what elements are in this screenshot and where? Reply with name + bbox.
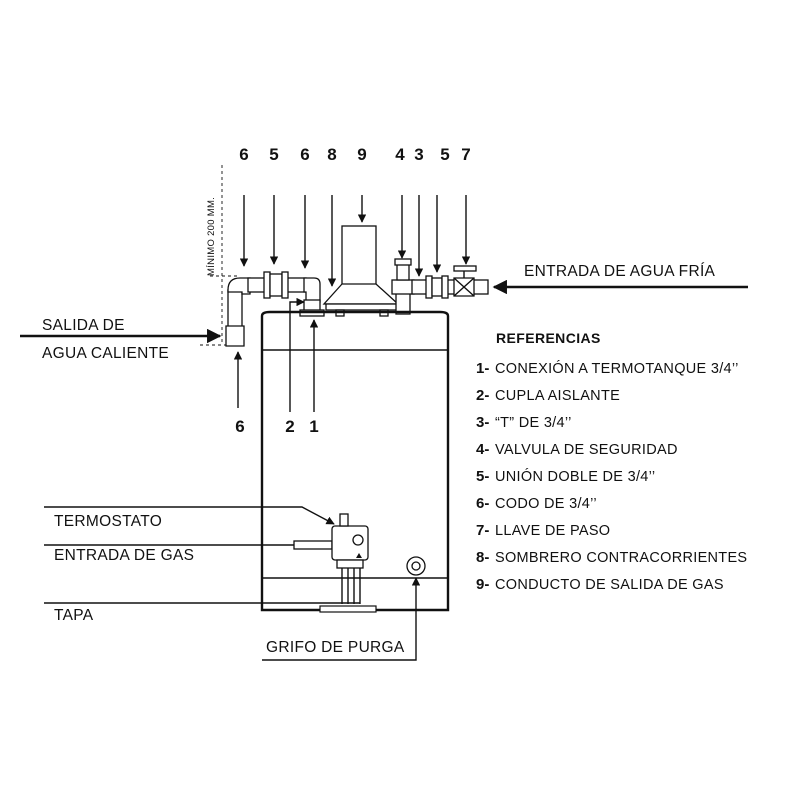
gas-inlet-pipe (293, 540, 333, 550)
reference-text: CODO DE 3/4’’ (495, 496, 597, 512)
callout-arrow (289, 297, 305, 412)
union-right-ring (441, 275, 449, 299)
reference-text: CONDUCTO DE SALIDA DE GAS (495, 577, 724, 593)
flue-assembly (322, 225, 400, 317)
callout-number: 6 (235, 417, 244, 436)
hot-water-riser (227, 289, 243, 331)
gas-inlet-label: ENTRADA DE GAS (54, 547, 194, 564)
callout-number: 5 (269, 145, 278, 164)
union-left-ring (263, 271, 271, 299)
references-legend: REFERENCIAS 1- CONEXIÓN A TERMOTANQUE 3/… (476, 330, 747, 593)
callout-number: 8 (327, 145, 336, 164)
safety-valve (396, 263, 410, 281)
drain-valve-leader (262, 577, 421, 661)
callout-number: 2 (285, 417, 294, 436)
callout-number: 4 (395, 145, 405, 164)
upper-elbow-right (303, 277, 321, 303)
reference-number: 6- (476, 495, 489, 512)
callout-number: 3 (414, 145, 423, 164)
drain-valve-label: GRIFO DE PURGA (266, 639, 405, 656)
callout-number: 1 (309, 417, 318, 436)
callout-number: 6 (239, 145, 248, 164)
tee-fitting (391, 279, 415, 295)
tank-body (260, 310, 450, 612)
top-callout-arrows (239, 195, 471, 287)
dimension-label: MÍNIMO 200 MM. (206, 197, 217, 276)
bottom-callouts: 6 2 1 (233, 297, 319, 436)
reference-number: 9- (476, 576, 489, 593)
stop-valve-handle (453, 265, 477, 272)
thermostat-assembly (293, 513, 369, 604)
lower-elbow (225, 325, 245, 347)
cold-water-inlet-label: ENTRADA DE AGUA FRÍA (524, 263, 716, 280)
reference-number: 8- (476, 549, 489, 566)
warning-icon (356, 553, 362, 558)
tank-cover (319, 605, 377, 613)
cover-label: TAPA (54, 607, 94, 624)
reference-number: 7- (476, 522, 489, 539)
cold-water-inlet: ENTRADA DE AGUA FRÍA (492, 263, 748, 295)
reference-number: 1- (476, 360, 489, 377)
references-title: REFERENCIAS (496, 330, 601, 346)
upper-elbow-left (227, 277, 251, 295)
gas-exhaust-duct (341, 225, 377, 287)
cold-water-horizontal-pipe (411, 279, 489, 295)
hot-water-outlet-label: AGUA CALIENTE (42, 345, 169, 362)
reference-text: “T” DE 3/4’’ (495, 415, 572, 431)
thermostat-label: TERMOSTATO (54, 513, 162, 530)
union-body (269, 273, 283, 297)
reference-number: 4- (476, 441, 489, 458)
draft-hood (322, 283, 400, 305)
callout-number: 7 (461, 145, 470, 164)
thermostat-dial (352, 534, 364, 546)
callout-number: 9 (357, 145, 366, 164)
thermostat-bracket (336, 559, 364, 569)
reference-number: 3- (476, 414, 489, 431)
thermostat-leader (44, 506, 335, 525)
reference-text: CUPLA AISLANTE (495, 388, 620, 404)
reference-text: SOMBRERO CONTRACORRIENTES (495, 550, 747, 566)
reference-text: VALVULA DE SEGURIDAD (495, 442, 678, 458)
reference-text: LLAVE DE PASO (495, 523, 610, 539)
top-callout-numbers: 6 5 6 8 9 4 3 5 7 (239, 145, 470, 164)
hot-water-outlet-label: SALIDA DE (42, 317, 125, 334)
side-labels: TERMOSTATO ENTRADA DE GAS TAPA GRIFO DE … (44, 506, 421, 661)
union-body (431, 277, 443, 297)
thermostat-knob (339, 513, 349, 527)
draft-hood-base (325, 303, 399, 311)
callout-number: 5 (440, 145, 449, 164)
reference-number: 5- (476, 468, 489, 485)
reference-text: UNIÓN DOBLE DE 3/4’’ (495, 468, 655, 485)
union-right-ring (281, 271, 289, 299)
hot-water-piping (225, 271, 325, 347)
reference-number: 2- (476, 387, 489, 404)
stop-valve-symbol (453, 277, 475, 297)
cold-water-piping (391, 258, 489, 315)
safety-valve-cap (394, 258, 412, 266)
drain-valve-center (411, 561, 421, 571)
minimum-distance-dimension: MÍNIMO 200 MM. (200, 165, 240, 346)
hot-water-outlet: SALIDA DE AGUA CALIENTE (20, 317, 222, 362)
union-left-ring (425, 275, 433, 299)
drain-valve (406, 556, 426, 576)
callout-number: 6 (300, 145, 309, 164)
reference-text: CONEXIÓN A TERMOTANQUE 3/4’’ (495, 360, 739, 377)
